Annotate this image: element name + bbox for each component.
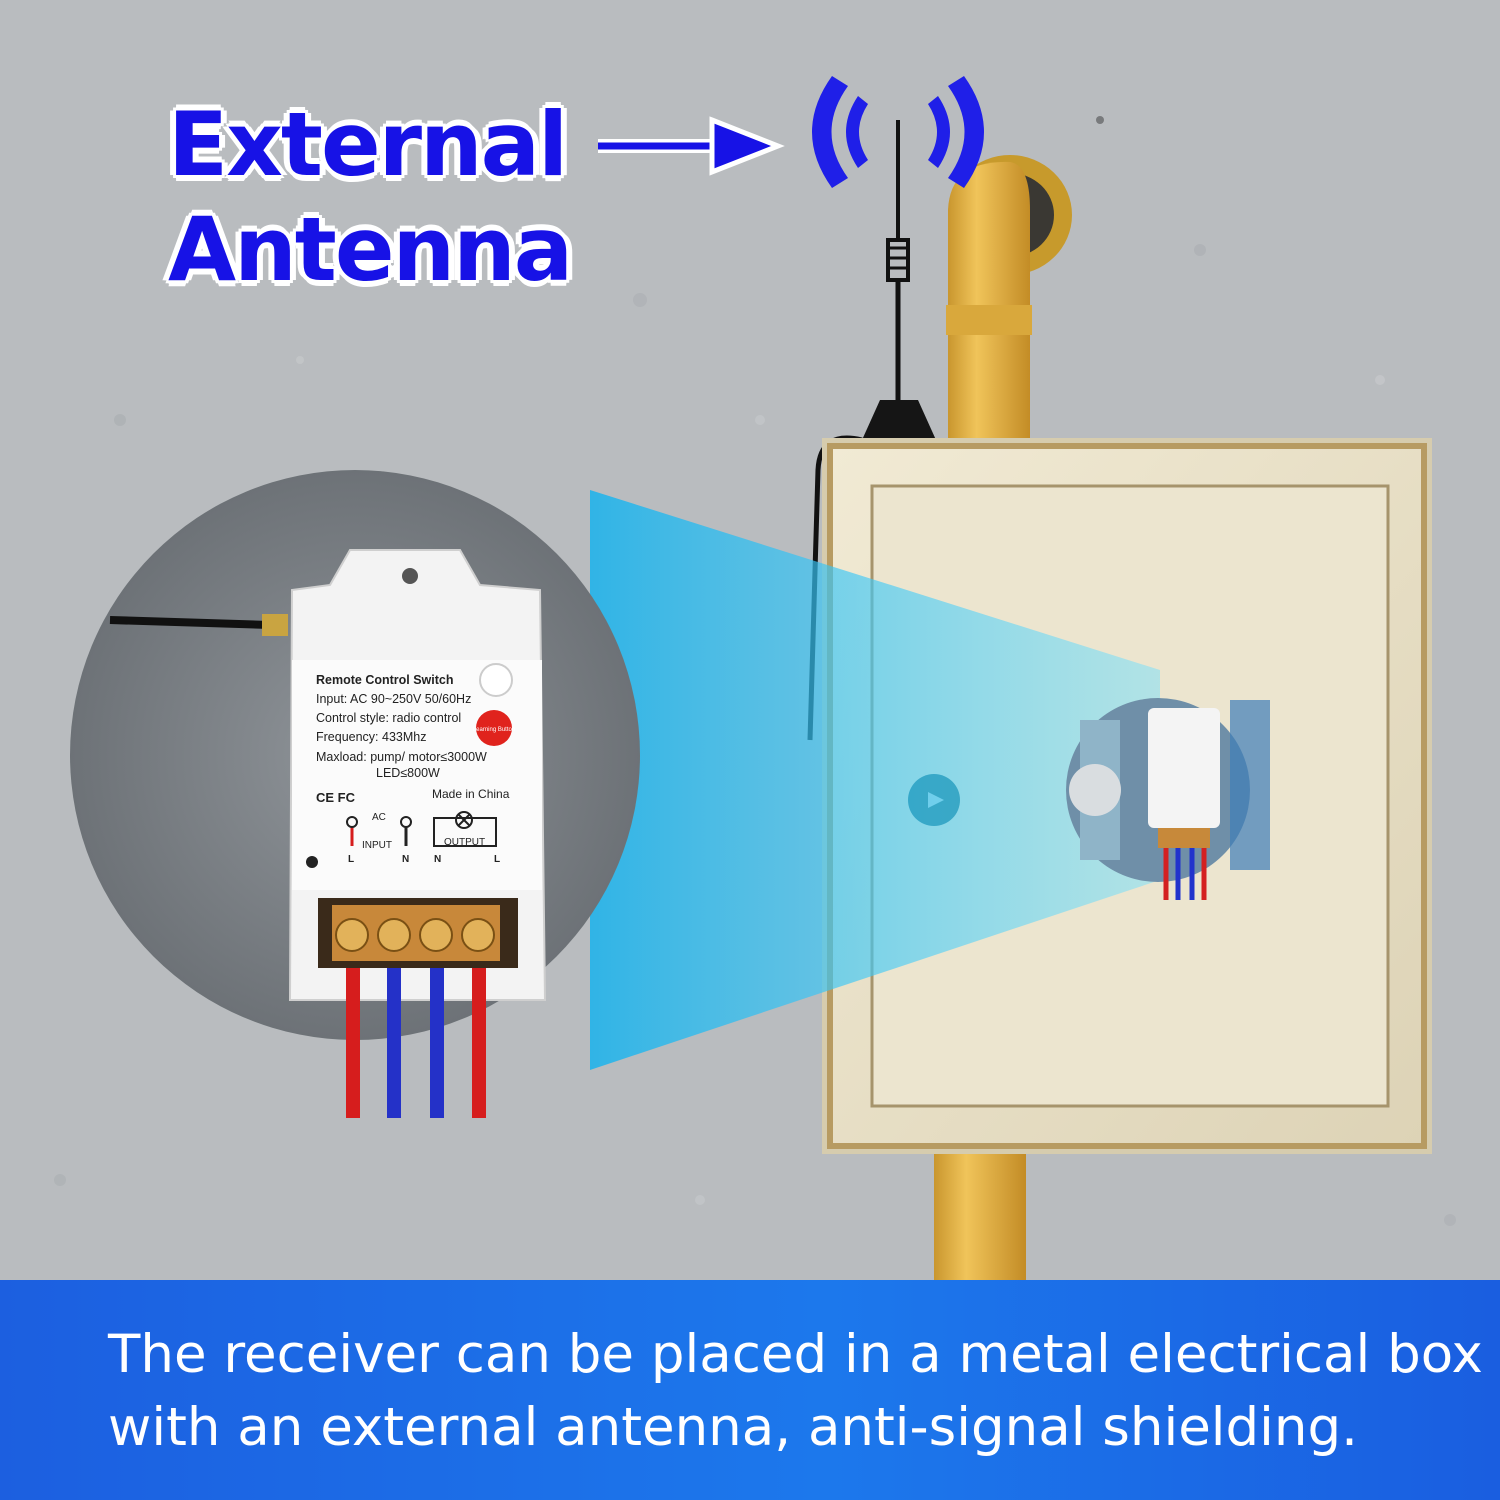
- headline-line-1: External: [168, 93, 568, 196]
- output-label: OUTPUT: [444, 837, 485, 848]
- caption: The receiver can be placed in a metal el…: [108, 1318, 1483, 1464]
- zoom-circle: Remote Control Switch Input: AC 90~250V …: [70, 470, 640, 1118]
- device-title: Remote Control Switch: [316, 673, 454, 687]
- device-frequency: Frequency: 433Mhz: [316, 730, 426, 744]
- device-led-load: LED≤800W: [376, 766, 440, 780]
- caption-line-1: The receiver can be placed in a metal el…: [108, 1324, 1483, 1385]
- learning-button-label: Learning Button: [473, 727, 515, 733]
- device-input-spec: Input: AC 90~250V 50/60Hz: [316, 692, 471, 706]
- zoom-beam: [590, 490, 1160, 1070]
- device-maxload: Maxload: pump/ motor≤3000W: [316, 750, 487, 764]
- gas-pipe: [934, 155, 1072, 1280]
- installed-receiver-inset: [1066, 698, 1270, 900]
- signal-waves-icon: [812, 76, 984, 188]
- terminal-label-l1: L: [348, 854, 354, 865]
- terminal-label-n2: N: [434, 854, 441, 865]
- ac-label: AC: [372, 812, 386, 823]
- terminal-label-l2: L: [494, 854, 500, 865]
- headline: External Antenna: [168, 92, 573, 302]
- arrow-right-icon: [598, 116, 785, 176]
- input-label: INPUT: [362, 840, 392, 851]
- wall-texture: [54, 116, 1456, 1226]
- scene-illustration: Remote Control Switch Input: AC 90~250V …: [54, 76, 1456, 1280]
- terminal-label-n1: N: [402, 854, 409, 865]
- headline-line-2: Antenna: [168, 198, 573, 301]
- device-made-in: Made in China: [432, 787, 510, 801]
- caption-banner: [0, 1280, 1500, 1500]
- device-control-style: Control style: radio control: [316, 711, 461, 725]
- caption-line-2: with an external antenna, anti-signal sh…: [108, 1397, 1358, 1458]
- device-certifications: CE FC: [316, 790, 356, 805]
